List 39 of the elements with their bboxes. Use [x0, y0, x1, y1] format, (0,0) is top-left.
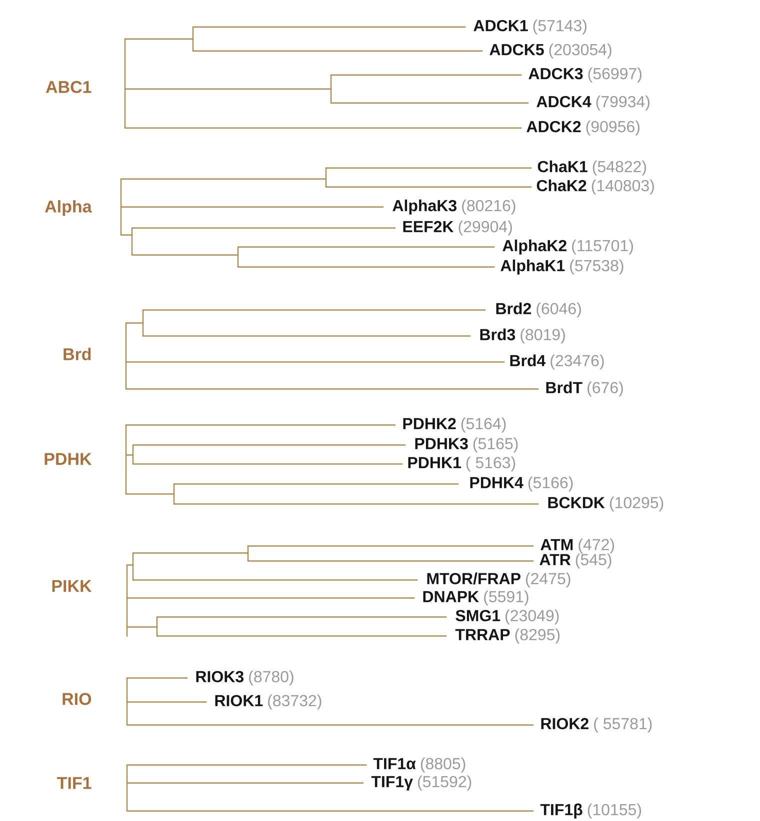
leaf-label: RIOK2 ( 55781) — [541, 718, 652, 732]
leaf-label: EEF2K (29904) — [403, 220, 512, 236]
leaf-label: RIOK3 (8780) — [196, 670, 294, 686]
leaf-label: BCKDK (10295) — [548, 496, 664, 512]
family-label: TIF1 — [57, 777, 92, 789]
leaf-label: PDHK4 (5166) — [470, 476, 573, 492]
leaf-label: SMG1 (23049) — [456, 610, 559, 624]
family-label: PDHK — [44, 453, 92, 465]
leaf-label: ATM (472) — [540, 538, 614, 554]
family-label: Brd — [64, 348, 91, 360]
leaf-label: ADCK1 (57143) — [474, 20, 586, 34]
leaf-label: ADCK5 (203054) — [490, 44, 612, 58]
leaf-label: RIOK1 (83732) — [215, 694, 322, 710]
leaf-label: ATR (545) — [540, 554, 612, 568]
leaf-label: PDHK3 (5165) — [415, 438, 518, 452]
leaf-label: ChaK1 (54822) — [538, 160, 646, 176]
leaf-label: MTOR/FRAP (2475) — [427, 572, 570, 588]
leaf-label: ADCK2 (90956) — [526, 120, 640, 136]
family-label: ABC1 — [46, 80, 92, 94]
leaf-label: ChaK2 (140803) — [536, 180, 654, 194]
leaf-label: DNAPK (5591) — [423, 590, 528, 606]
leaf-label: ADCK4 (79934) — [536, 96, 650, 110]
leaf-label: AlphaK1 (57538) — [500, 260, 624, 274]
family-label: Alpha — [45, 200, 92, 216]
leaf-label: AlphaK3 (80216) — [392, 200, 516, 214]
family-label: PIKK — [52, 580, 92, 592]
leaf-label: TIF1α (8805) — [373, 758, 466, 772]
family-label: RIO — [62, 692, 92, 706]
leaf-label: PDHK2 (5164) — [403, 418, 506, 432]
leaf-label: TRRAP (8295) — [455, 628, 560, 644]
leaf-label: PDHK1 ( 5163) — [408, 456, 516, 472]
leaf-label: BrdT (676) — [546, 382, 623, 396]
leaf-label: Brd2 (6046) — [496, 302, 581, 318]
leaf-label: AlphaK2 (115701) — [502, 240, 633, 254]
leaf-label: TIF1β (10155) — [540, 804, 641, 818]
leaf-label: Brd4 (23476) — [510, 354, 604, 370]
leaf-label: Brd3 (8019) — [480, 328, 565, 344]
leaf-label: TIF1γ (51592) — [371, 776, 472, 790]
leaf-label: ADCK3 (56997) — [528, 68, 642, 82]
